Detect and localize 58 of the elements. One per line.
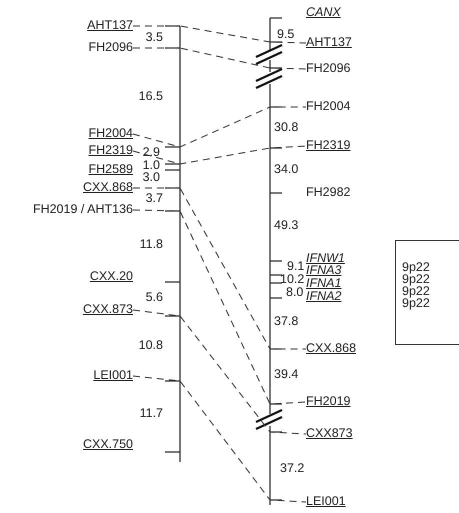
distance-label: 10.2: [280, 272, 304, 287]
marker-label: CXX.868: [82, 180, 133, 195]
distance-label: 34.0: [274, 162, 298, 177]
marker-label: AHT137: [87, 18, 133, 33]
marker-label: CXX.750: [82, 437, 133, 452]
marker-label: CXX873: [306, 426, 353, 441]
distance-label: 9.1: [287, 259, 304, 274]
marker-label: IFNA3: [306, 263, 342, 278]
marker-label: CXX.20: [90, 269, 133, 284]
distance-label: 11.7: [140, 406, 163, 421]
marker-label: FH2004: [88, 126, 133, 141]
connector-line: [132, 26, 306, 44]
distance-label: 30.8: [274, 120, 298, 135]
distance-label: 39.4: [274, 367, 298, 382]
marker-label: FH2319: [88, 143, 133, 158]
connector-line: [132, 48, 306, 70]
distance-label: 10.8: [138, 338, 163, 353]
marker-label: FH2004: [306, 99, 350, 114]
distance-label: 3.5: [146, 30, 163, 45]
marker-label: FH2982: [306, 185, 350, 200]
marker-label: FH2096: [306, 61, 350, 76]
marker-label: LEI001: [93, 368, 133, 383]
connector-line: [132, 146, 306, 165]
band-label: 9p22: [402, 297, 431, 309]
marker-label: IFNA1: [306, 276, 342, 291]
distance-label: 8.0: [286, 285, 304, 300]
marker-label: FH2019: [306, 394, 350, 409]
marker-label: FH2319: [306, 138, 350, 153]
distance-label: 2.9: [142, 145, 160, 160]
distance-label: 37.8: [274, 314, 298, 329]
distance-label: 3.7: [146, 191, 163, 206]
distance-label: 3.0: [142, 170, 160, 185]
band-label: 9p22: [402, 273, 431, 285]
distance-label: 5.6: [146, 290, 163, 305]
distance-label: 9.5: [277, 27, 294, 42]
band-box: [395, 240, 459, 345]
marker-label: CANX: [306, 5, 341, 20]
connector-line: [132, 188, 306, 350]
marker-label: FH2019 / AHT136: [32, 202, 133, 217]
distance-label: 49.3: [274, 218, 298, 233]
marker-label: LEI001: [306, 494, 346, 509]
distance-label: 1.0: [142, 158, 160, 172]
connector-line: [132, 106, 306, 148]
marker-label: IFNW1: [306, 251, 345, 266]
marker-label: CXX.868: [306, 341, 356, 356]
marker-label: AHT137: [306, 35, 352, 50]
distance-label: 16.5: [138, 89, 163, 104]
distance-label: 37.2: [280, 461, 304, 476]
connector-line: [132, 310, 306, 434]
marker-label: FH2589: [88, 162, 133, 177]
band-label: 9p22: [402, 261, 431, 273]
marker-label: CXX.873: [82, 302, 133, 317]
marker-label: IFNA2: [306, 289, 342, 304]
marker-label: FH2096: [88, 40, 133, 55]
connector-line: [132, 210, 306, 405]
band-label: 9p22: [402, 285, 431, 297]
distance-label: 11.8: [140, 237, 163, 252]
connector-line: [132, 376, 306, 502]
